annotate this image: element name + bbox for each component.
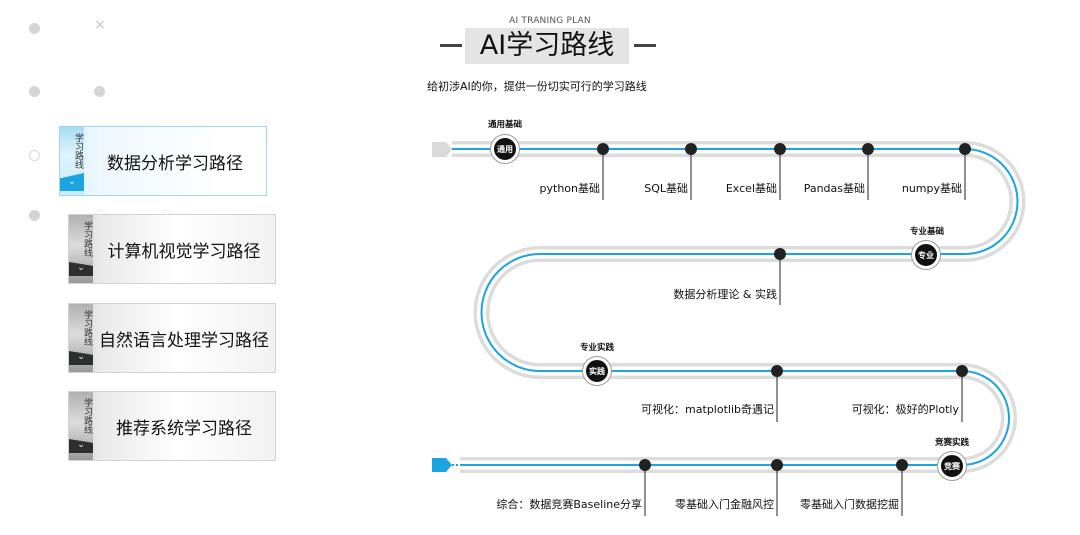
decor-ring <box>29 150 40 161</box>
step-marker <box>639 459 651 516</box>
decor-dot <box>29 23 40 34</box>
step-marker <box>597 143 609 200</box>
stage-badge: 专业 <box>912 241 940 269</box>
step-marker <box>959 143 971 200</box>
step-marker <box>896 459 908 516</box>
step-label: 零基础入门数据挖掘 <box>800 498 899 511</box>
step-marker <box>774 143 786 200</box>
end-arrow <box>432 458 452 472</box>
step-marker <box>956 365 968 422</box>
card-tag-text: 学习路线 <box>73 133 83 169</box>
plan-subtitle: AI TRANING PLAN <box>509 16 591 26</box>
step-label: 数据分析理论 & 实践 <box>673 288 777 301</box>
stage-caption: 专业基础 <box>909 227 944 237</box>
plan-description: 给初涉AI的你，提供一份切实可行的学习路线 <box>427 80 647 93</box>
stage-badge: 通用 <box>491 135 519 163</box>
step-label: 可视化：matplotlib奇遇记 <box>641 403 774 416</box>
step-marker <box>685 143 697 200</box>
path-card-nlp[interactable]: 学习路线 ⌄ 自然语言处理学习路径 <box>68 303 276 373</box>
decor-dot <box>29 210 40 221</box>
card-tag-text: 学习路线 <box>82 221 92 257</box>
page-title: AI学习路线 <box>465 28 629 64</box>
step-label: numpy基础 <box>901 182 962 195</box>
chevron-down-icon[interactable]: ⌄ <box>69 262 93 276</box>
chevron-down-icon[interactable]: ⌄ <box>60 173 84 191</box>
step-marker <box>774 248 786 305</box>
stage-caption: 通用基础 <box>487 120 522 130</box>
step-label: Pandas基础 <box>803 182 865 195</box>
stage-caption: 竞赛实践 <box>934 438 969 448</box>
chevron-down-icon[interactable]: ⌄ <box>69 351 93 365</box>
step-label: 可视化：极好的Plotly <box>851 403 959 416</box>
card-label: 推荐系统学习路径 <box>116 418 252 439</box>
stage-badge: 实践 <box>583 357 611 385</box>
chevron-down-icon[interactable]: ⌄ <box>69 439 93 453</box>
step-label: SQL基础 <box>644 182 688 195</box>
stage-badge: 竞赛 <box>938 452 966 480</box>
card-label: 自然语言处理学习路径 <box>99 330 269 351</box>
step-label: python基础 <box>539 182 600 195</box>
card-label: 计算机视觉学习路径 <box>107 241 261 262</box>
card-label: 数据分析学习路径 <box>107 153 243 174</box>
step-marker <box>771 459 783 516</box>
path-card-computer-vision[interactable]: 学习路线 ⌄ 计算机视觉学习路径 <box>68 214 276 284</box>
step-label: Excel基础 <box>725 182 777 195</box>
path-card-recommender[interactable]: 学习路线 ⌄ 推荐系统学习路径 <box>68 391 276 461</box>
decor-dot <box>94 86 105 97</box>
card-tag-text: 学习路线 <box>82 310 92 346</box>
stage-caption: 专业实践 <box>579 343 614 353</box>
close-icon[interactable]: × <box>94 17 106 33</box>
path-card-data-analysis[interactable]: 学习路线 ⌄ 数据分析学习路径 <box>59 126 267 196</box>
step-label: 零基础入门金融风控 <box>675 498 774 511</box>
start-arrow <box>432 142 452 157</box>
step-marker <box>771 365 783 422</box>
card-tag-text: 学习路线 <box>82 398 92 434</box>
step-marker <box>862 143 874 200</box>
decor-dot <box>29 86 40 97</box>
title-dash-left <box>440 44 462 47</box>
step-label: 综合：数据竞赛Baseline分享 <box>496 498 642 511</box>
title-dash-right <box>634 44 656 47</box>
